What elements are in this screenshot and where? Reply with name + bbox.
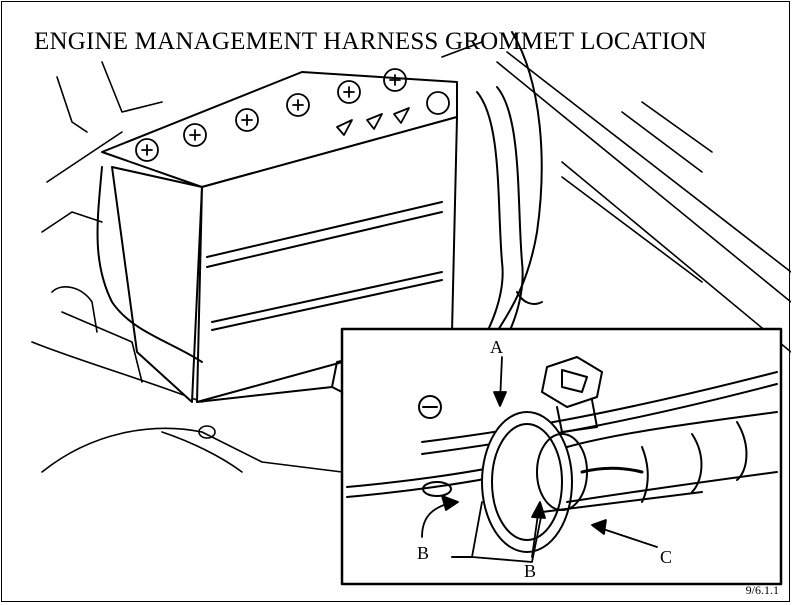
- detail-inset: [340, 327, 783, 586]
- callout-a: A: [490, 337, 503, 357]
- body-panel-lines: [441, 41, 791, 353]
- engine-bay-lines: [31, 61, 343, 473]
- diagram-title: ENGINE MANAGEMENT HARNESS GROMMET LOCATI…: [34, 28, 707, 55]
- vent-caps: [135, 68, 450, 162]
- grommet: [481, 411, 588, 553]
- callout-arrows: [421, 356, 658, 558]
- harness-tube: [566, 411, 778, 503]
- callout-b-center: B: [524, 561, 536, 581]
- callout-c: C: [660, 547, 672, 567]
- callout-b-left: B: [417, 543, 429, 563]
- figure-reference: 9/6.1.1: [745, 583, 779, 597]
- bolt: [541, 356, 603, 433]
